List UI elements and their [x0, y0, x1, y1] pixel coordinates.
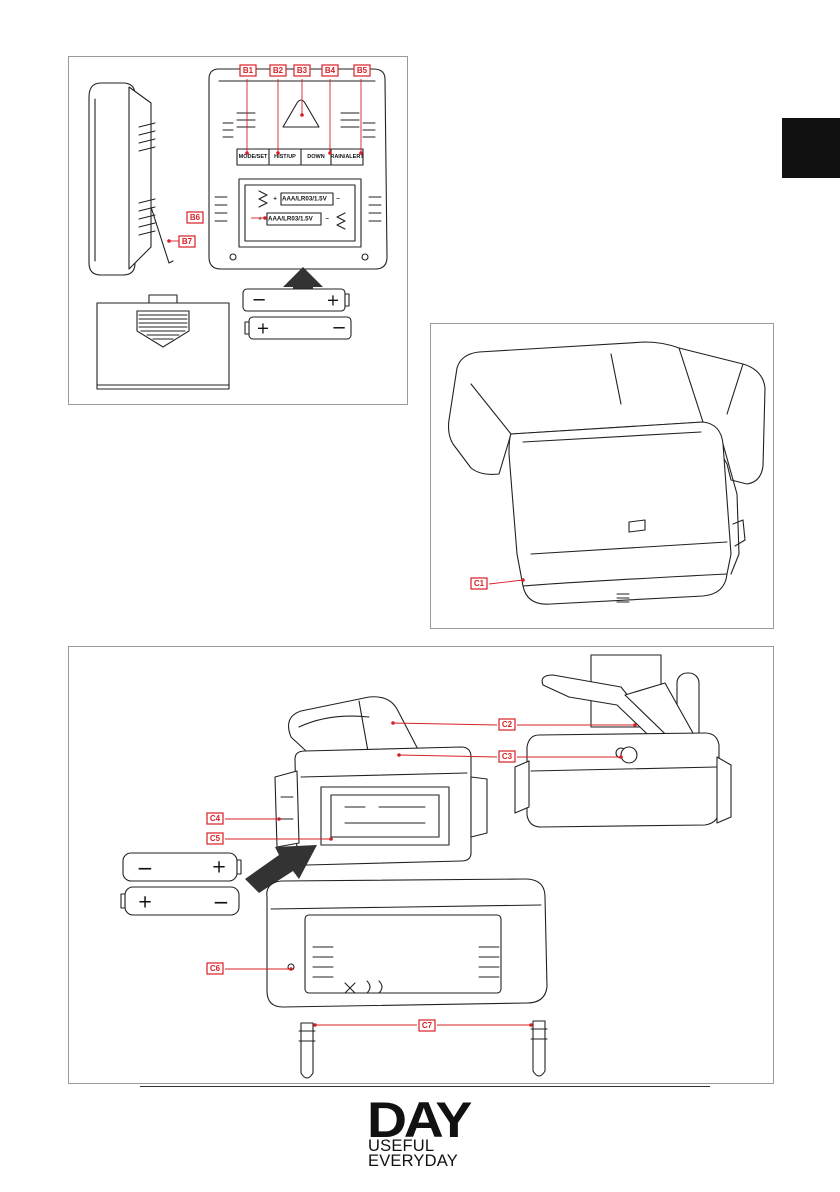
svg-text:C7: C7 [422, 1021, 433, 1030]
svg-text:AAA/LR03/1.5V: AAA/LR03/1.5V [268, 216, 314, 223]
callout-c2: C2 [499, 719, 515, 730]
callout-c4: C4 [207, 813, 223, 824]
sensor-assembly-illustration: − + + − C2 C3 C4 C5 C6 C7 [69, 647, 774, 1084]
callout-b1: B1 [240, 65, 256, 76]
callout-b4: B4 [322, 65, 338, 76]
svg-text:DAY: DAY [368, 1099, 472, 1139]
hist-up-button[interactable]: HIST/UP [274, 154, 296, 160]
callout-b3: B3 [294, 65, 310, 76]
svg-text:+: + [256, 319, 269, 338]
footer-rule [140, 1086, 710, 1087]
svg-text:C3: C3 [502, 752, 513, 761]
svg-text:B3: B3 [297, 66, 308, 75]
callout-b2: B2 [270, 65, 286, 76]
callout-b7: B7 [179, 236, 195, 247]
sensor-assembled [515, 655, 731, 827]
mode-set-button[interactable]: MODE/SET [239, 154, 268, 160]
svg-text:+: + [137, 892, 152, 913]
callout-c3: C3 [499, 751, 515, 762]
svg-text:C1: C1 [474, 579, 485, 588]
callout-b5: B5 [354, 65, 370, 76]
svg-text:−: − [325, 216, 329, 223]
sensor-base [267, 879, 547, 1007]
down-button[interactable]: DOWN [307, 154, 324, 160]
svg-text:B7: B7 [182, 237, 193, 246]
language-tab [782, 118, 840, 178]
svg-text:B1: B1 [243, 66, 254, 75]
figure-c-sensor-assembly: − + + − C2 C3 C4 C5 C6 C7 [68, 646, 774, 1084]
svg-text:B5: B5 [357, 66, 368, 75]
sensor-housing-illustration: C1 [431, 324, 774, 629]
svg-text:+: + [273, 196, 277, 203]
callout-c1: C1 [471, 578, 487, 589]
sensor-batteries: − + + − [121, 853, 241, 915]
callout-b6: B6 [187, 212, 203, 223]
svg-text:B6: B6 [190, 213, 201, 222]
rain-alert-button[interactable]: RAIN/ALERT [330, 154, 364, 160]
svg-text:C6: C6 [210, 964, 221, 973]
figure-c1-sensor-housing: C1 [430, 323, 774, 629]
svg-text:−: − [331, 318, 346, 339]
svg-text:AAA/LR03/1.5V: AAA/LR03/1.5V [282, 196, 328, 203]
svg-text:C4: C4 [210, 814, 221, 823]
logo-tagline-line2: EVERYDAY [368, 1154, 472, 1169]
svg-text:B4: B4 [325, 66, 336, 75]
svg-text:+: + [326, 291, 339, 310]
sensor-top-body [275, 697, 487, 865]
day-logo-mark: DAY [368, 1099, 472, 1139]
loose-batteries: − + + − [243, 289, 351, 339]
svg-text:+: + [258, 216, 262, 223]
svg-text:−: − [336, 196, 340, 203]
display-side-view [89, 83, 173, 275]
figure-b-display-unit: MODE/SET HIST/UP DOWN RAIN/ALERT AAA/LR0… [68, 56, 408, 405]
callout-c5: C5 [207, 833, 223, 844]
brand-logo: DAY USEFUL EVERYDAY [368, 1099, 472, 1169]
callout-c6: C6 [207, 963, 223, 974]
svg-text:−: − [213, 890, 230, 914]
display-unit-illustration: MODE/SET HIST/UP DOWN RAIN/ALERT AAA/LR0… [69, 57, 408, 405]
svg-text:−: − [137, 856, 154, 880]
svg-text:+: + [211, 857, 226, 878]
svg-text:C2: C2 [502, 720, 513, 729]
display-back-view: MODE/SET HIST/UP DOWN RAIN/ALERT AAA/LR0… [209, 69, 387, 295]
callout-c7: C7 [419, 1020, 435, 1031]
battery-cover [97, 295, 229, 389]
svg-text:−: − [251, 290, 266, 311]
svg-text:B2: B2 [273, 66, 284, 75]
svg-text:C5: C5 [210, 834, 221, 843]
